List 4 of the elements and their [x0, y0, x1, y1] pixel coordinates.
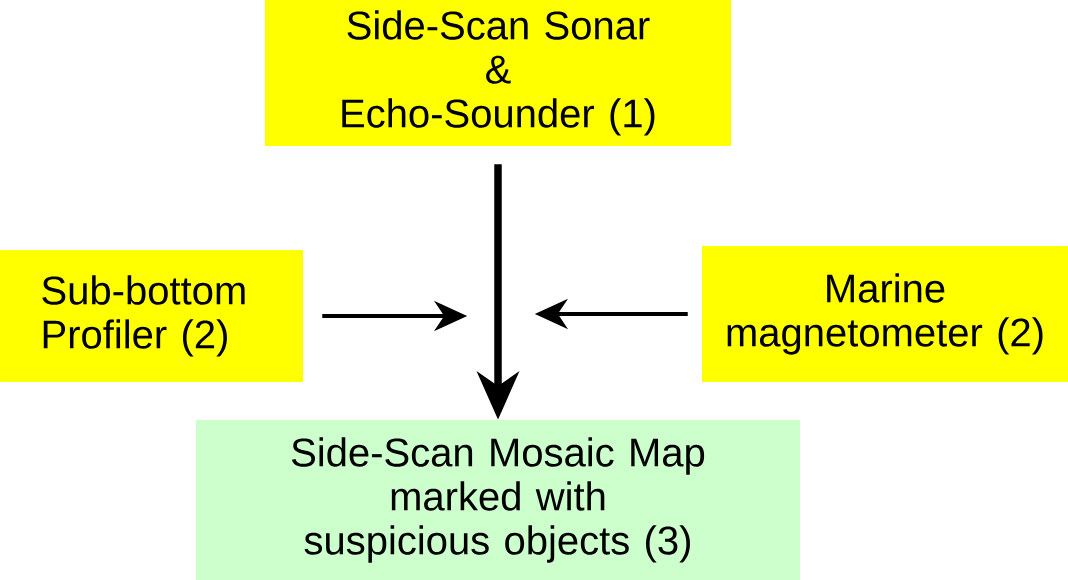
source-box: Side-Scan Sonar & Echo-Sounder (1) [265, 0, 731, 146]
result-box: Side-Scan Mosaic Map marked with suspicious objects (3) [196, 420, 800, 580]
source-box: Marine magnetometer (2) [702, 246, 1068, 382]
source-box: Sub-bottom Profiler (2) [0, 250, 303, 382]
